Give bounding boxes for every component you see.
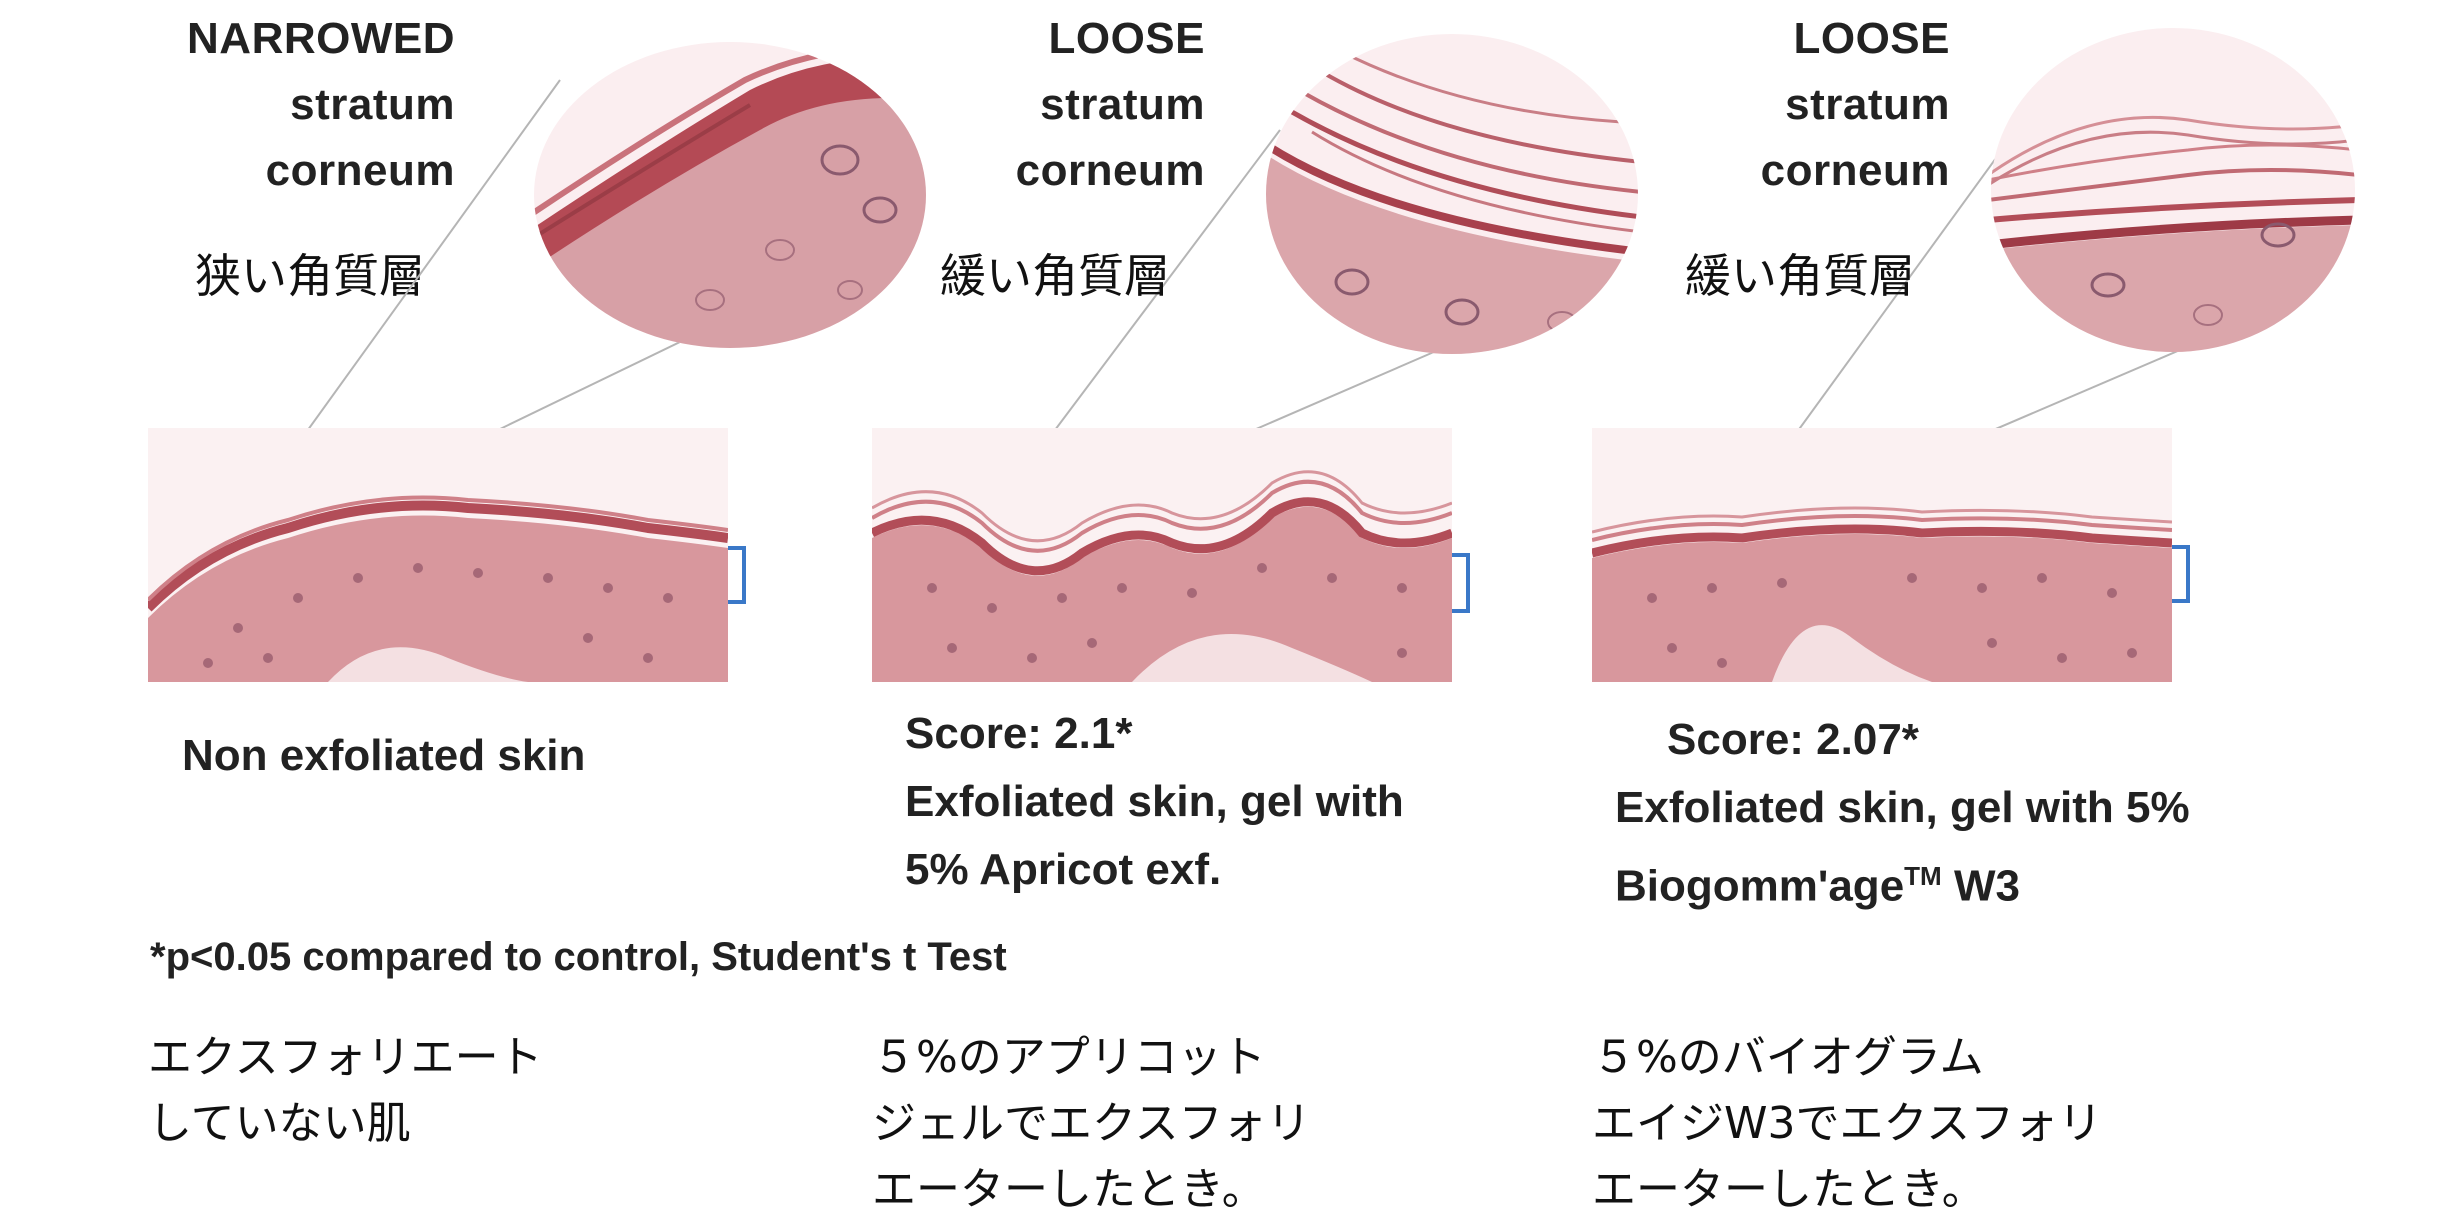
caption-line: 5% Apricot exf. <box>905 845 1222 894</box>
label-line: stratum <box>290 80 455 129</box>
jp-caption-line: エイジW3でエクスフォリ <box>1592 1098 2103 1149</box>
caption-line-product: Biogomm'ageTM W3 <box>1615 842 2190 921</box>
product-name: Biogomm'age <box>1615 861 1905 911</box>
jp-caption-line: ジェルでエクスフォリ <box>872 1098 1311 1149</box>
panel2-zoom-micrograph <box>1266 34 1638 354</box>
panel2-stratum-label: LOOSE stratum corneum <box>900 6 1205 204</box>
panel3-jp-label: 緩い角質層 <box>1685 249 1915 303</box>
caption-line: Non exfoliated skin <box>182 731 586 780</box>
caption-line: Exfoliated skin, gel with <box>905 777 1404 826</box>
caption-line: Exfoliated skin, gel with 5% <box>1615 783 2190 832</box>
panel3-zoom-micrograph <box>1991 28 2355 352</box>
label-line: corneum <box>1760 146 1950 195</box>
jp-caption-line: ５%のバイオグラム <box>1592 1032 1984 1083</box>
label-line: NARROWED <box>187 14 455 63</box>
panel1-stratum-label: NARROWED stratum corneum <box>150 6 455 204</box>
label-line: corneum <box>1015 146 1205 195</box>
jp-caption-line: エーターしたとき。 <box>1592 1164 1986 1215</box>
jp-caption-line: ５%のアプリコット <box>872 1032 1266 1083</box>
panel2-jp-label: 緩い角質層 <box>940 249 1170 303</box>
panel2-caption: Score: 2.1* Exfoliated skin, gel with 5%… <box>905 700 1404 904</box>
label-line: LOOSE <box>1048 14 1205 63</box>
panel2-micrograph <box>872 428 1452 682</box>
jp-caption-line: エクスフォリエート <box>148 1032 543 1083</box>
score-label: Score: 2.1* <box>905 709 1133 758</box>
panel3-bracket <box>2172 545 2190 603</box>
panel1-jp-label: 狭い角質層 <box>195 249 425 303</box>
panel3-jp-caption: ５%のバイオグラム エイジW3でエクスフォリ エーターしたとき。 <box>1592 1025 2102 1223</box>
panel1-micrograph <box>148 428 728 682</box>
jp-caption-line: していない肌 <box>148 1098 411 1149</box>
trademark-mark: TM <box>1904 861 1942 891</box>
panel1-zoom-micrograph <box>534 42 926 348</box>
jp-caption-line: エーターしたとき。 <box>872 1164 1266 1215</box>
product-variant: W3 <box>1953 861 2020 911</box>
label-line: stratum <box>1040 80 1205 129</box>
panel1-jp-caption: エクスフォリエート していない肌 <box>148 1025 543 1157</box>
label-line: stratum <box>1785 80 1950 129</box>
label-line: LOOSE <box>1793 14 1950 63</box>
panel1-caption: Non exfoliated skin <box>182 722 585 790</box>
panel3-stratum-label: LOOSE stratum corneum <box>1645 6 1950 204</box>
panel3-micrograph <box>1592 428 2172 682</box>
panel3-caption: Score: 2.07* Exfoliated skin, gel with 5… <box>1615 706 2190 921</box>
significance-footnote: *p<0.05 compared to control, Student's t… <box>150 935 1007 979</box>
panel1-bracket <box>728 546 746 604</box>
label-line: corneum <box>265 146 455 195</box>
panel2-bracket <box>1452 553 1470 613</box>
score-label: Score: 2.07* <box>1667 715 1919 764</box>
panel2-jp-caption: ５%のアプリコット ジェルでエクスフォリ エーターしたとき。 <box>872 1025 1311 1223</box>
